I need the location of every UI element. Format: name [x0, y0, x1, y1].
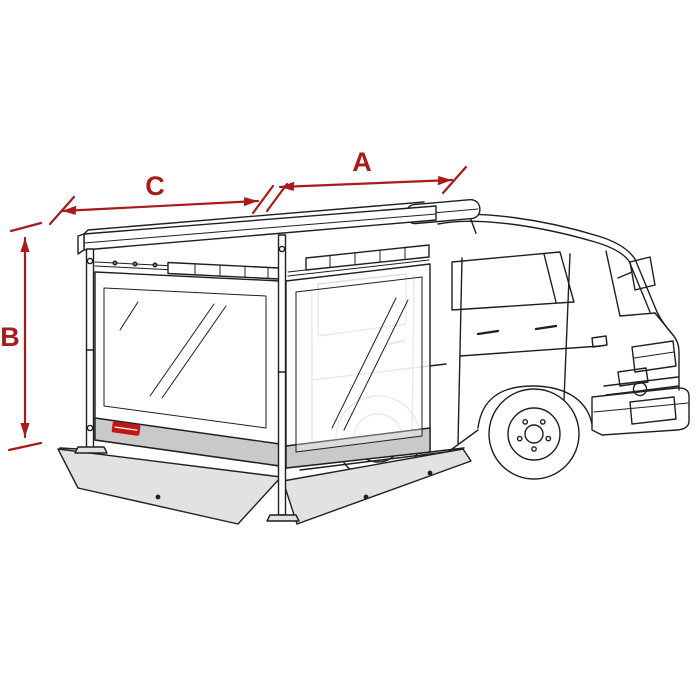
brand-emblem — [632, 381, 648, 397]
center-pole-foot — [266, 514, 300, 522]
dimension-a-label: A — [352, 147, 372, 177]
front-wheel-tire — [488, 388, 580, 480]
dimension-c-label: C — [145, 171, 165, 201]
a-pillar — [605, 250, 621, 317]
front-roll-ticks — [194, 263, 269, 279]
dimension-b-tick-top — [9, 221, 43, 233]
dimension-b-tick-bottom — [7, 441, 43, 452]
support-poles — [74, 234, 300, 522]
brand-badge-line — [114, 426, 138, 431]
license-plate — [629, 396, 677, 425]
dimension-break-tick-1 — [251, 184, 275, 215]
dimension-a-tick-right — [441, 165, 468, 195]
lug — [531, 446, 537, 452]
van-cab — [435, 213, 690, 480]
ground-edge-right — [429, 447, 465, 453]
door-seam-b — [457, 257, 463, 445]
brand-badge — [111, 421, 141, 436]
left-pole-knob — [86, 424, 94, 432]
headlight-line — [633, 351, 675, 359]
dimension-b-label: B — [0, 322, 20, 352]
front-panel-window — [103, 287, 267, 429]
arrowhead-a-right — [437, 176, 452, 186]
bumper — [591, 387, 690, 436]
left-ground-skirt — [57, 448, 282, 525]
ground-skirts — [57, 447, 472, 525]
roof-gutter-line — [437, 220, 651, 313]
lug — [522, 418, 529, 425]
lug — [539, 418, 546, 425]
canopy-left-cap — [77, 233, 85, 255]
turn-signal — [617, 367, 649, 387]
right-rolled-curtain — [305, 244, 430, 271]
peg-hole — [363, 494, 369, 500]
left-pole-knob — [86, 257, 94, 265]
center-pole — [277, 234, 287, 516]
grille-line-top — [603, 376, 679, 387]
right-ground-skirt — [282, 448, 472, 525]
arrowhead-a-left — [280, 181, 295, 191]
front-window-reflection — [119, 301, 227, 399]
side-marker-light — [591, 335, 608, 348]
lug — [516, 435, 523, 442]
dimension-arrowheads — [20, 176, 452, 437]
arrowhead-c-left — [62, 205, 77, 215]
window-divider — [543, 253, 557, 303]
front-wheel-hub — [524, 424, 544, 444]
rail-hook — [112, 260, 118, 266]
dimension-labels: C A B — [0, 147, 372, 352]
lug — [545, 435, 552, 442]
awning-case-bracket — [469, 217, 477, 234]
dimension-break-tick-2 — [265, 182, 289, 213]
dimension-a-line — [278, 178, 454, 189]
van-illustration — [57, 198, 690, 525]
canopy-fascia-midline — [83, 213, 437, 244]
van-outline — [435, 213, 680, 391]
bumper-seam — [593, 402, 689, 413]
dimension-c-line — [60, 199, 260, 213]
headlight — [631, 340, 677, 373]
cowl-line — [654, 312, 674, 336]
left-pole — [85, 248, 95, 449]
peg-hole — [155, 494, 161, 500]
left-pole-foot — [74, 446, 108, 454]
center-pole-knob — [278, 245, 286, 253]
door-handle-front — [534, 324, 558, 331]
arrowhead-c-right — [243, 197, 258, 207]
door-seam-a — [563, 253, 571, 401]
front-wheel-rim — [507, 407, 561, 461]
dimension-lines — [7, 165, 468, 452]
arrowhead-b-bottom — [20, 423, 30, 437]
rocker-line — [447, 429, 479, 453]
rail-hook — [132, 261, 138, 267]
peg-hole — [427, 470, 433, 476]
right-panel-window — [295, 276, 423, 453]
door-handle-rear — [476, 329, 500, 336]
front-tent-panel — [94, 260, 281, 467]
arrowhead-b-top — [20, 238, 30, 252]
side-mirror — [629, 256, 656, 291]
front-wheel-arch — [477, 385, 593, 429]
mirror-arm — [617, 271, 633, 279]
van-bottom-line — [299, 451, 447, 471]
body-crease-front — [459, 345, 601, 357]
rail-hook — [152, 262, 158, 268]
right-tent-panel — [285, 244, 431, 469]
right-roll-ticks — [329, 247, 406, 268]
front-door-window — [451, 251, 575, 311]
awning-canopy — [77, 201, 437, 255]
windshield-base — [619, 312, 656, 317]
right-window-reflection — [331, 297, 409, 431]
dimension-c-tick-left — [48, 195, 76, 226]
